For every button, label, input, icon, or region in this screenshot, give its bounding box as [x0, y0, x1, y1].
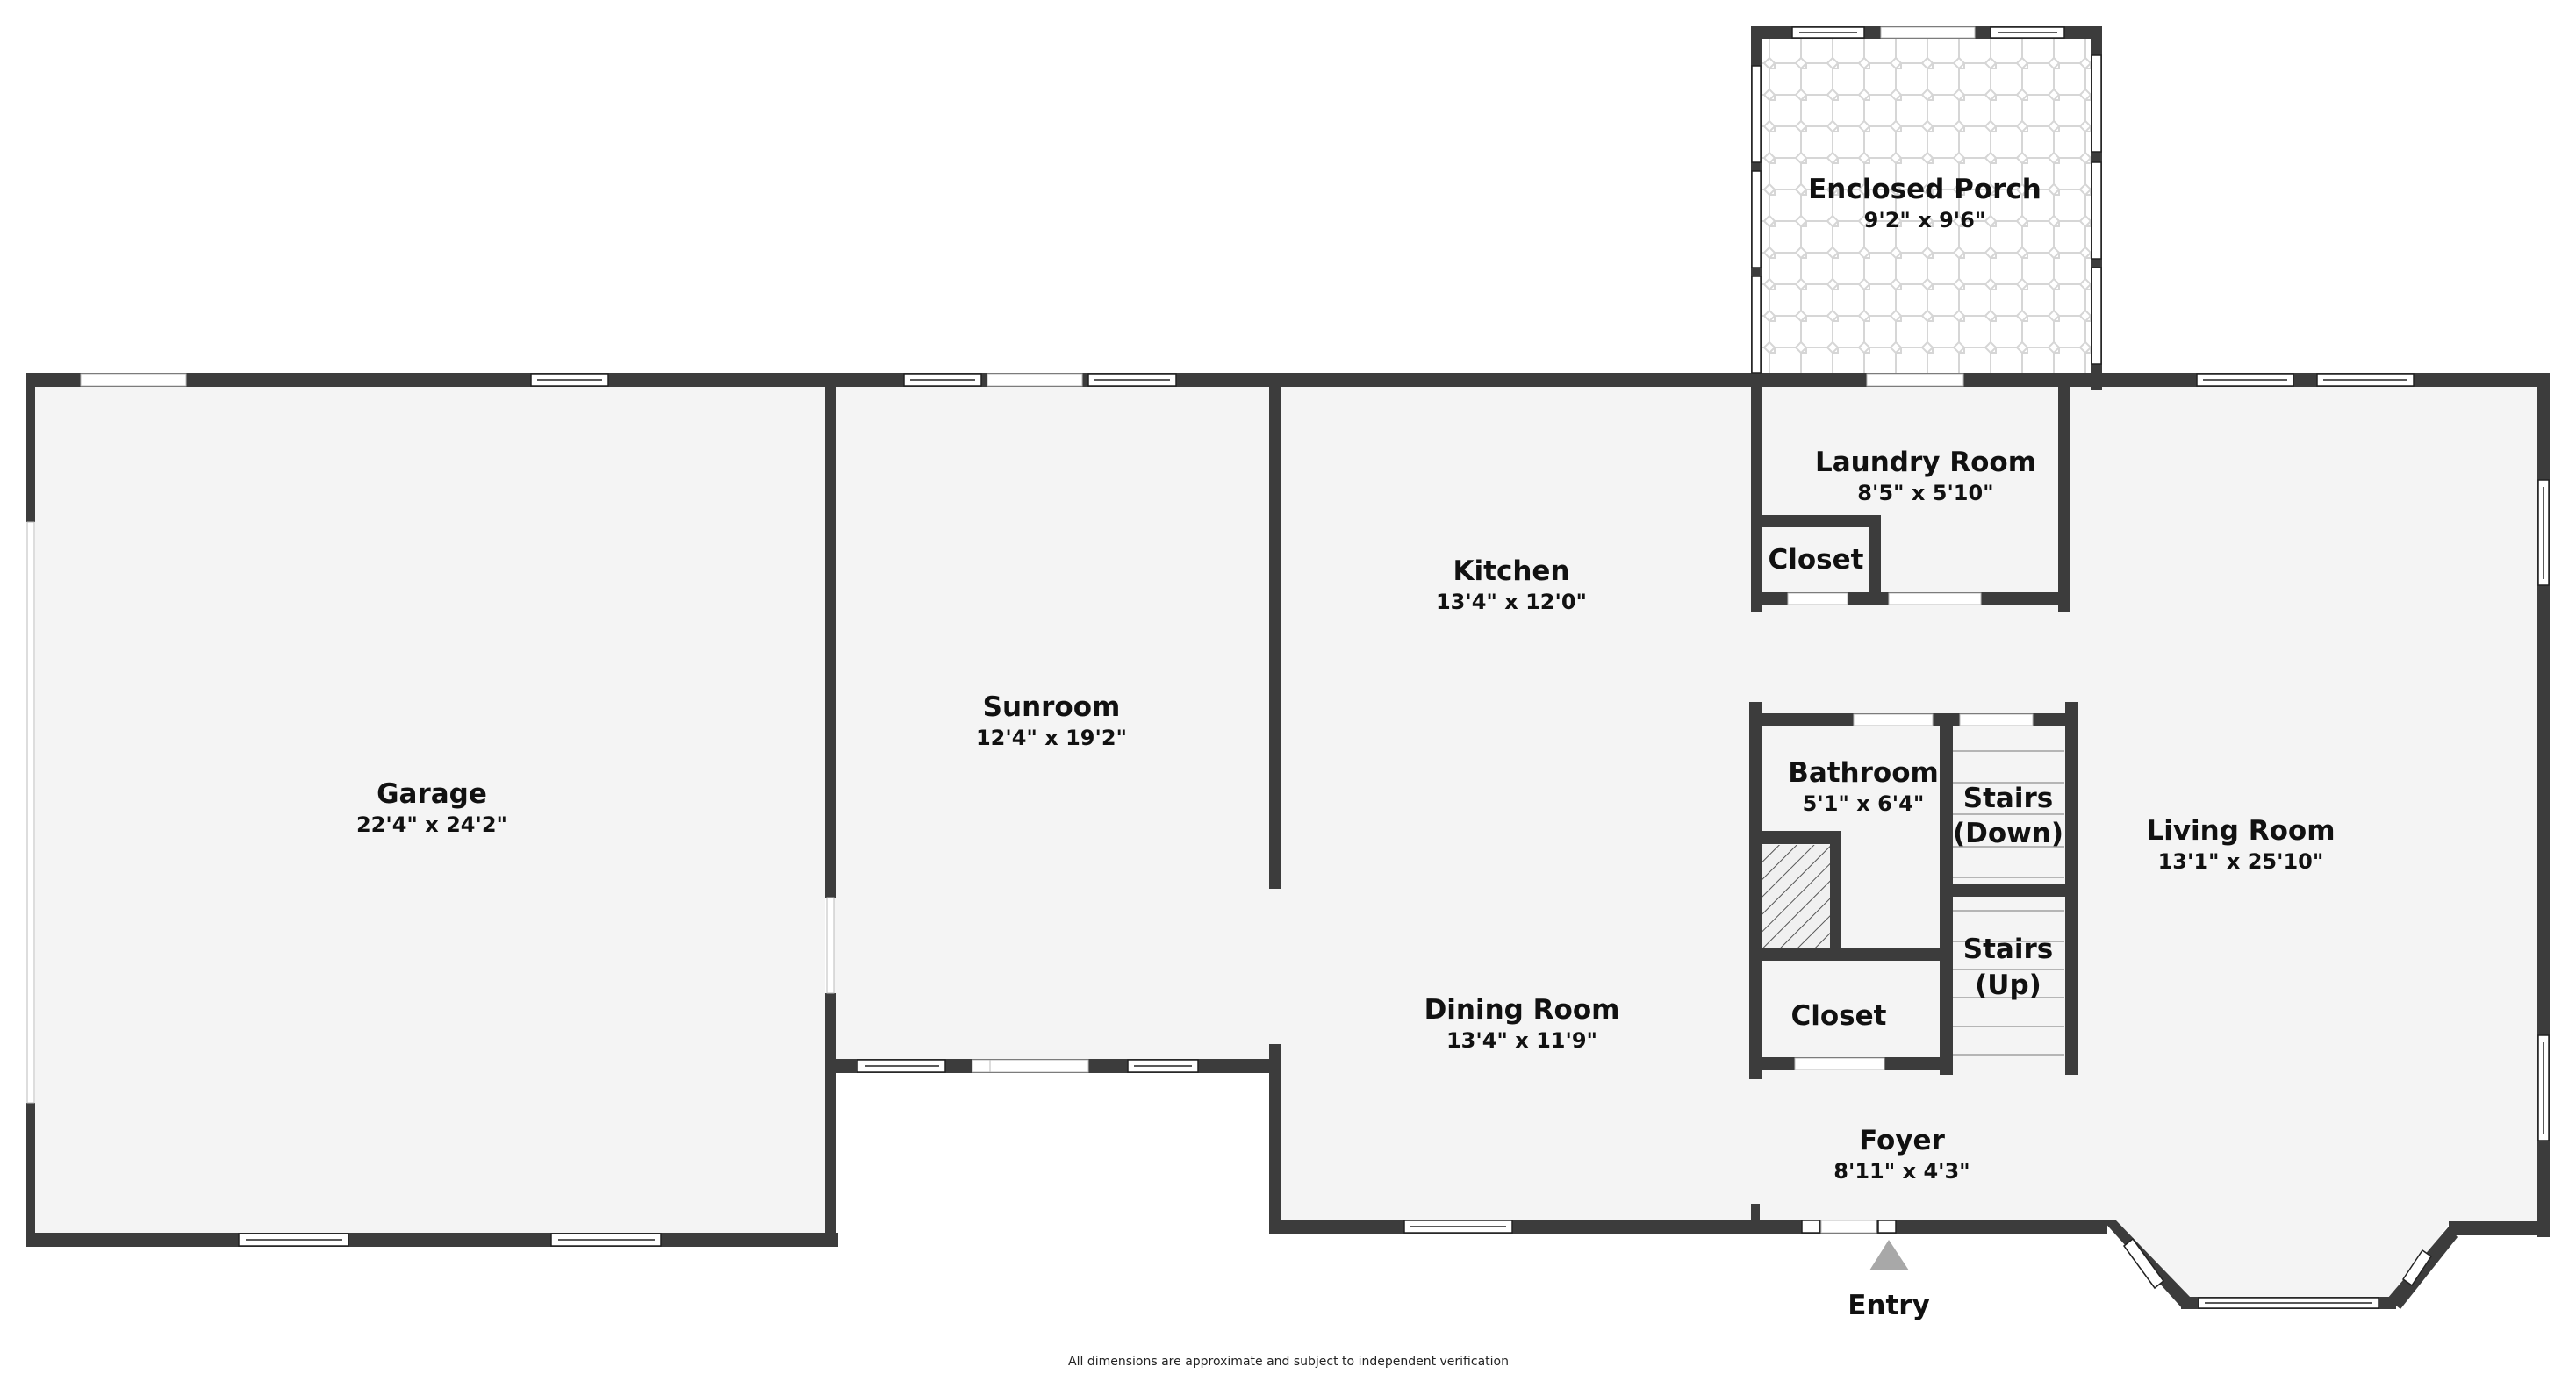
living-room-dims: 13'1" x 25'10" [2158, 849, 2324, 874]
stairs-treads [1953, 750, 2064, 1056]
laundry-closet-label: Closet [1769, 544, 1864, 576]
garage-floor [35, 386, 825, 1233]
bathroom-hatch [1762, 845, 1830, 948]
room-labels: Enclosed Porch 9'2" x 9'6" Laundry Room … [356, 174, 2336, 1369]
enclosed-porch-label: Enclosed Porch [1808, 174, 2041, 205]
enclosed-porch-dims: 9'2" x 9'6" [1864, 208, 1986, 233]
bathroom-label: Bathroom [1788, 757, 1939, 789]
entry-label: Entry [1848, 1290, 1930, 1321]
stairs-down-label: Stairs [1963, 783, 2053, 814]
kitchen-label: Kitchen [1453, 555, 1569, 587]
bay-floor [2106, 1224, 2449, 1299]
garage-label: Garage [377, 778, 487, 810]
main-floor [1281, 386, 2541, 1224]
kitchen-dims: 13'4" x 12'0" [1436, 590, 1587, 614]
laundry-room-dims: 8'5" x 5'10" [1857, 481, 1993, 505]
hall-closet-label: Closet [1791, 1000, 1887, 1032]
disclaimer-text: All dimensions are approximate and subje… [1068, 1355, 1509, 1369]
stairs-up-label: Stairs [1963, 934, 2053, 965]
entry-arrow-icon [1869, 1240, 1909, 1270]
foyer-dims: 8'11" x 4'3" [1833, 1159, 1970, 1184]
floors [35, 35, 2541, 1299]
sunroom-floor [834, 386, 1281, 1062]
bathroom-dims: 5'1" x 6'4" [1803, 791, 1925, 816]
stairs-down-label-2: (Down) [1953, 818, 2063, 849]
foyer-label: Foyer [1859, 1125, 1945, 1156]
sunroom-dims: 12'4" x 19'2" [976, 726, 1127, 750]
garage-dims: 22'4" x 24'2" [356, 812, 507, 837]
windows [26, 26, 2550, 1309]
living-room-label: Living Room [2146, 815, 2335, 847]
enclosed-porch-floor [1760, 35, 2093, 377]
stairs-up-label-2: (Up) [1975, 970, 2041, 1001]
sunroom-label: Sunroom [983, 691, 1121, 723]
dining-room-dims: 13'4" x 11'9" [1446, 1028, 1597, 1053]
dining-room-label: Dining Room [1424, 994, 1620, 1026]
laundry-room-label: Laundry Room [1815, 447, 2036, 478]
